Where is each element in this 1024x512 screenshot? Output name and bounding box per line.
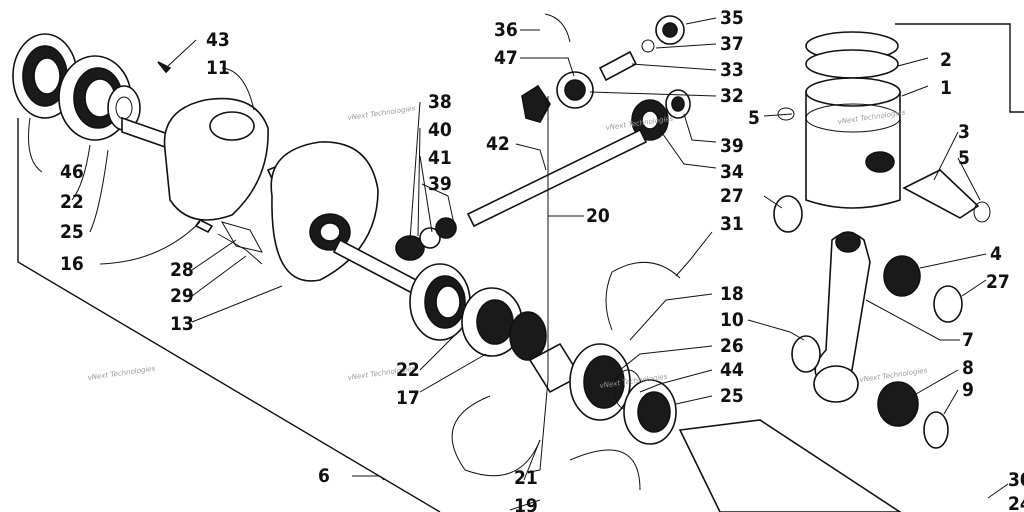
seal-stack-38-41 xyxy=(395,217,457,261)
retaining-ring-31b xyxy=(605,271,613,331)
callout-37: 37 xyxy=(720,33,744,55)
pump-shaft-42 xyxy=(466,128,648,228)
callout-26: 26 xyxy=(720,335,744,357)
bearing-17 xyxy=(461,287,523,357)
callout-32: 32 xyxy=(720,85,744,107)
gear-shaft-33 xyxy=(598,50,638,82)
callout-9: 9 xyxy=(962,379,974,401)
callout-47: 47 xyxy=(494,47,518,69)
piston-rings-2 xyxy=(805,31,899,79)
snap-ring-lower xyxy=(569,449,641,491)
watermark-1: vNext Technologies xyxy=(347,105,416,122)
crankshaft xyxy=(121,97,422,296)
washer-9 xyxy=(923,411,949,449)
callout-39-right: 39 xyxy=(720,135,744,157)
callout-46: 46 xyxy=(60,161,84,183)
bearing-35 xyxy=(655,15,685,45)
watermark-4: vNext Technologies xyxy=(87,365,156,382)
bearing-39 xyxy=(665,89,691,119)
main-bearing-22-right xyxy=(409,263,471,341)
connecting-rod-7 xyxy=(813,231,871,403)
callout-30: 30 xyxy=(1008,469,1024,491)
callout-34: 34 xyxy=(720,161,744,183)
drive-gear xyxy=(509,311,547,361)
callout-42: 42 xyxy=(486,133,510,155)
crank-flywheel-side xyxy=(678,419,902,512)
washer-37 xyxy=(641,39,655,53)
callout-33: 33 xyxy=(720,59,744,81)
callout-20: 20 xyxy=(586,205,610,227)
callout-4: 4 xyxy=(990,243,1002,265)
callout-17: 17 xyxy=(396,387,420,409)
piston-bracket xyxy=(895,23,1024,113)
bearing-25-right xyxy=(623,379,677,445)
callout-29: 29 xyxy=(170,285,194,307)
washer-27-right xyxy=(933,285,963,323)
callout-28: 28 xyxy=(170,259,194,281)
needle-bearing-4 xyxy=(883,255,921,297)
callout-21: 21 xyxy=(514,467,538,489)
piston-pin-3 xyxy=(902,169,980,219)
callout-18: 18 xyxy=(720,283,744,305)
callout-24: 24 xyxy=(1008,493,1024,512)
callout-38: 38 xyxy=(428,91,452,113)
callout-43: 43 xyxy=(206,29,230,51)
callout-1: 1 xyxy=(940,77,952,99)
callout-8: 8 xyxy=(962,357,974,379)
callout-40: 40 xyxy=(428,119,452,141)
callout-6: 6 xyxy=(318,465,330,487)
callout-11: 11 xyxy=(206,57,230,79)
callout-39-left: 39 xyxy=(428,173,452,195)
piston-1 xyxy=(805,77,901,209)
plate-29 xyxy=(217,233,263,265)
bevel-gear xyxy=(521,84,551,123)
washer-27 xyxy=(773,195,803,233)
washer-28 xyxy=(220,221,263,253)
callout-27-left: 27 xyxy=(720,185,744,207)
callout-41: 41 xyxy=(428,147,452,169)
callout-31: 31 xyxy=(720,213,744,235)
callout-36: 36 xyxy=(494,19,518,41)
callout-16: 16 xyxy=(60,253,84,275)
screw-16 xyxy=(194,218,214,234)
callout-3: 3 xyxy=(958,121,970,143)
callout-5-left: 5 xyxy=(748,107,760,129)
callout-27-right: 27 xyxy=(986,271,1010,293)
snap-ring-36 xyxy=(544,13,571,43)
callout-7: 7 xyxy=(962,329,974,351)
callout-13: 13 xyxy=(170,313,194,335)
circlip-5-right xyxy=(973,201,991,223)
bearing-32 xyxy=(556,71,594,109)
callout-25-right: 25 xyxy=(720,385,744,407)
callout-22-right: 22 xyxy=(396,359,420,381)
callout-44: 44 xyxy=(720,359,744,381)
callout-35: 35 xyxy=(720,7,744,29)
callout-2: 2 xyxy=(940,49,952,71)
woodruff-key-43 xyxy=(157,61,172,74)
callout-5-right: 5 xyxy=(958,147,970,169)
retaining-ring-31 xyxy=(611,261,681,279)
leader-lines xyxy=(28,17,1009,511)
callout-19: 19 xyxy=(514,495,538,512)
circlip-5-left xyxy=(777,107,795,121)
gear-34 xyxy=(631,99,669,141)
needle-bearing-8 xyxy=(877,381,919,427)
oil-seal-18 xyxy=(569,343,631,421)
watermark-7: vNext Technologies xyxy=(859,367,928,384)
callout-10: 10 xyxy=(720,309,744,331)
washer-10 xyxy=(791,335,821,373)
callout-22-left: 22 xyxy=(60,191,84,213)
assembly-bracket-left xyxy=(17,118,441,512)
snap-ring-19 xyxy=(451,395,541,477)
callout-25-left: 25 xyxy=(60,221,84,243)
